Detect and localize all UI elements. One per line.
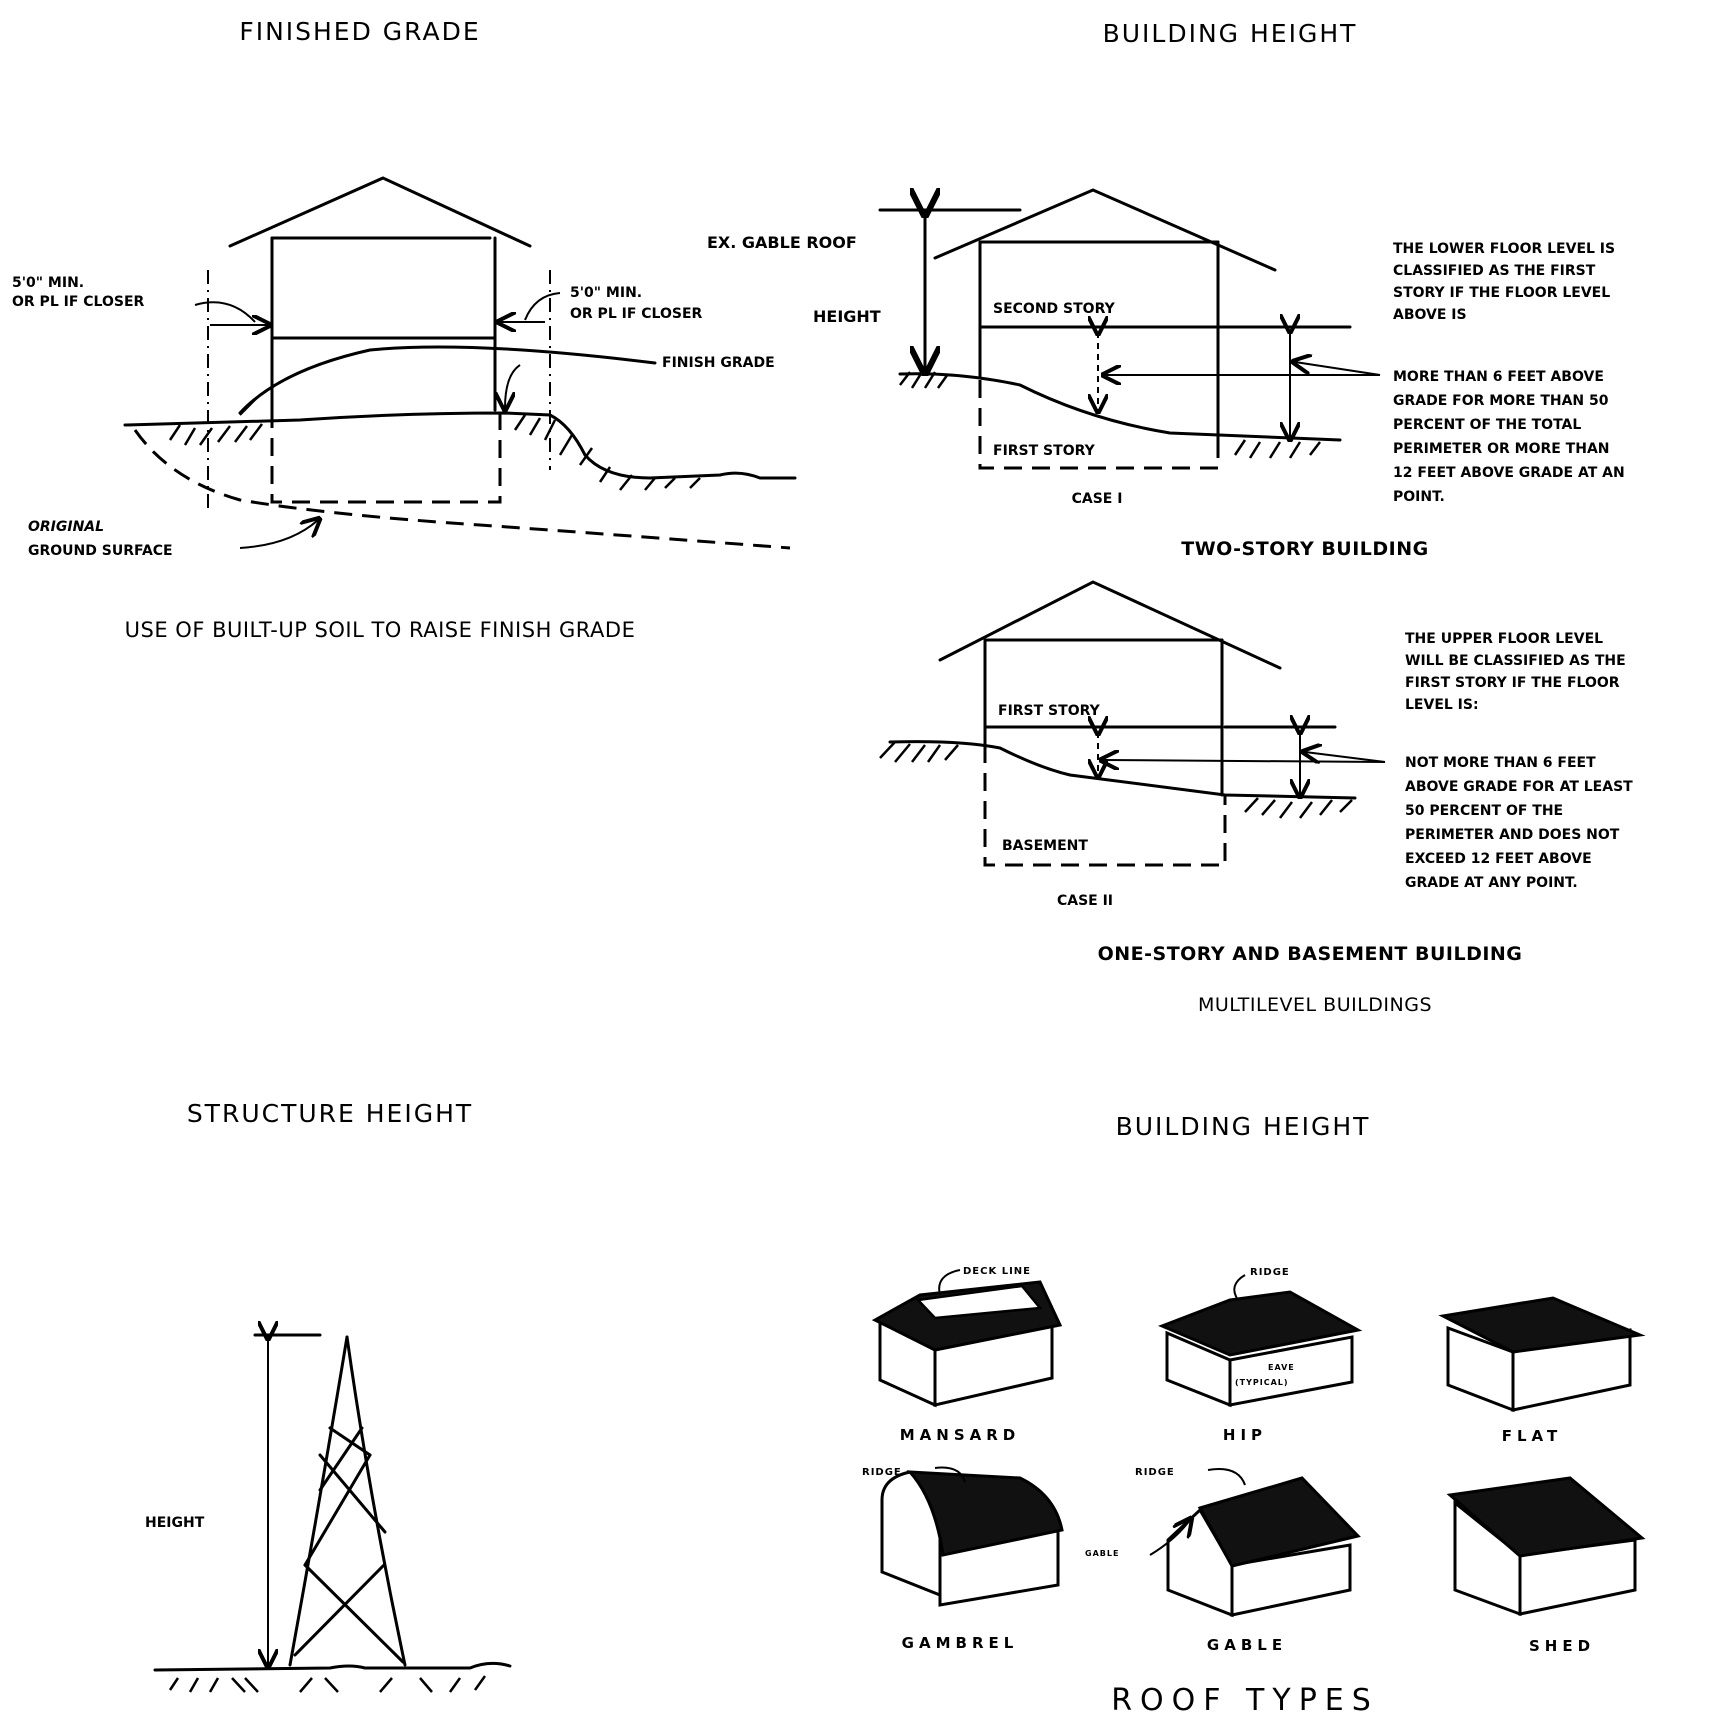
left-setback-label-1: 5'0" MIN. bbox=[12, 275, 84, 291]
case1-condition-line: MORE THAN 6 FEET ABOVE bbox=[1393, 369, 1604, 385]
case2-label: CASE II bbox=[1057, 893, 1113, 909]
shed-label: SHED bbox=[1529, 1637, 1595, 1655]
case2-diagram bbox=[879, 580, 1386, 867]
right-setback-label-1: 5'0" MIN. bbox=[570, 285, 642, 301]
building-height-title-top: BUILDING HEIGHT bbox=[1103, 19, 1358, 48]
case2-note-line: THE UPPER FLOOR LEVEL bbox=[1405, 631, 1603, 647]
case1-condition-line: POINT. bbox=[1393, 489, 1445, 505]
case1-diagram bbox=[878, 190, 1381, 470]
mansard-callout: DECK LINE bbox=[963, 1266, 1031, 1277]
gable-label: GABLE bbox=[1207, 1636, 1287, 1654]
case2-condition-line: PERIMETER AND DOES NOT bbox=[1405, 827, 1620, 843]
hip-label: HIP bbox=[1223, 1426, 1267, 1444]
mansard-label: MANSARD bbox=[900, 1426, 1021, 1444]
hip-eave-callout-2: (TYPICAL) bbox=[1235, 1378, 1289, 1387]
soil-hatch-left bbox=[168, 423, 263, 446]
flat-label: FLAT bbox=[1502, 1427, 1562, 1445]
hip-roof-icon: RIDGE EAVE (TYPICAL) HIP bbox=[1157, 1267, 1363, 1444]
structure-height-title: STRUCTURE HEIGHT bbox=[187, 1099, 473, 1128]
setback-dimension-lines bbox=[194, 270, 561, 510]
finished-grade-house bbox=[228, 176, 532, 504]
hip-eave-callout: EAVE bbox=[1268, 1363, 1295, 1372]
finish-grade-lines bbox=[123, 345, 797, 550]
finished-grade-panel: FINISHED GRADE bbox=[12, 17, 797, 642]
case1-second-story-label: SECOND STORY bbox=[993, 301, 1116, 317]
roof-types-caption: ROOF TYPES bbox=[1111, 1683, 1379, 1718]
case2-condition-line: GRADE AT ANY POINT. bbox=[1405, 875, 1578, 891]
one-story-basement-caption: ONE-STORY AND BASEMENT BUILDING bbox=[1098, 943, 1523, 965]
tower-ground-line bbox=[153, 1661, 512, 1672]
case1-first-story-label: FIRST STORY bbox=[993, 443, 1096, 459]
gable-roof-height-label: EX. GABLE ROOF bbox=[707, 233, 857, 252]
finished-grade-caption: USE OF BUILT-UP SOIL TO RAISE FINISH GRA… bbox=[125, 618, 636, 642]
finished-grade-title: FINISHED GRADE bbox=[239, 17, 480, 46]
gambrel-label: GAMBREL bbox=[902, 1634, 1019, 1652]
case1-note-line: STORY IF THE FLOOR LEVEL bbox=[1393, 285, 1610, 301]
case1-note-line: THE LOWER FLOOR LEVEL IS bbox=[1393, 241, 1615, 257]
case1-condition-line: GRADE FOR MORE THAN 50 bbox=[1393, 393, 1609, 409]
roof-types-panel: BUILDING HEIGHT DECK LINE MANSARD RIDGE … bbox=[862, 1112, 1646, 1718]
left-setback-label-2: OR PL IF CLOSER bbox=[12, 294, 145, 310]
case2-note-line: LEVEL IS: bbox=[1405, 697, 1479, 713]
original-ground-label-2: GROUND SURFACE bbox=[28, 543, 173, 559]
case2-note-line: FIRST STORY IF THE FLOOR bbox=[1405, 675, 1620, 691]
two-story-caption: TWO-STORY BUILDING bbox=[1181, 538, 1429, 560]
case2-first-story-label: FIRST STORY bbox=[998, 703, 1101, 719]
gambrel-roof-icon: RIDGE GAMBREL bbox=[862, 1466, 1064, 1652]
gambrel-callout: RIDGE bbox=[862, 1467, 902, 1478]
soil-hatch-right bbox=[513, 414, 701, 491]
gable-callout: RIDGE bbox=[1135, 1467, 1175, 1478]
flat-roof-icon: FLAT bbox=[1438, 1296, 1646, 1445]
tower-icon bbox=[253, 1335, 407, 1665]
case2-condition-line: NOT MORE THAN 6 FEET bbox=[1405, 755, 1596, 771]
case2-condition-line: ABOVE GRADE FOR AT LEAST bbox=[1405, 779, 1633, 795]
case1-note-line: ABOVE IS bbox=[1393, 307, 1467, 323]
case1-label: CASE I bbox=[1072, 491, 1123, 507]
shed-roof-icon: SHED bbox=[1446, 1476, 1646, 1655]
height-label-case1: HEIGHT bbox=[813, 307, 881, 326]
hip-callout: RIDGE bbox=[1250, 1267, 1290, 1278]
mansard-roof-icon: DECK LINE MANSARD bbox=[871, 1266, 1063, 1444]
finish-grade-label: FINISH GRADE bbox=[662, 355, 775, 371]
multilevel-buildings-caption: MULTILEVEL BUILDINGS bbox=[1198, 994, 1432, 1016]
case1-condition-line: PERCENT OF THE TOTAL bbox=[1393, 417, 1581, 433]
right-setback-label-2: OR PL IF CLOSER bbox=[570, 306, 703, 322]
building-height-title-bottom: BUILDING HEIGHT bbox=[1116, 1112, 1371, 1141]
case2-basement-label: BASEMENT bbox=[1002, 838, 1088, 854]
case2-note-line: WILL BE CLASSIFIED AS THE bbox=[1405, 653, 1626, 669]
multilevel-building-height-panel: BUILDING HEIGHT EX. GABLE ROOF HEIGHT SE… bbox=[707, 19, 1633, 1016]
case1-condition-line: PERIMETER OR MORE THAN bbox=[1393, 441, 1610, 457]
case2-condition-line: EXCEED 12 FEET ABOVE bbox=[1405, 851, 1592, 867]
case1-note-line: CLASSIFIED AS THE FIRST bbox=[1393, 263, 1596, 279]
case2-condition-line: 50 PERCENT OF THE bbox=[1405, 803, 1563, 819]
structure-height-panel: STRUCTURE HEIGHT HEIGHT bbox=[145, 1099, 512, 1693]
gable-roof-icon: RIDGE GABLE GABLE bbox=[1085, 1467, 1361, 1654]
structure-height-label: HEIGHT bbox=[145, 1515, 205, 1531]
case2-note: THE UPPER FLOOR LEVEL WILL BE CLASSIFIED… bbox=[1405, 631, 1633, 891]
case1-condition-line: 12 FEET ABOVE GRADE AT AN bbox=[1393, 465, 1625, 481]
tower-ground-hatch bbox=[168, 1675, 487, 1693]
gable-end-callout: GABLE bbox=[1085, 1549, 1119, 1558]
case1-note: THE LOWER FLOOR LEVEL IS CLASSIFIED AS T… bbox=[1393, 241, 1625, 505]
original-ground-label-1: ORIGINAL bbox=[28, 519, 104, 535]
